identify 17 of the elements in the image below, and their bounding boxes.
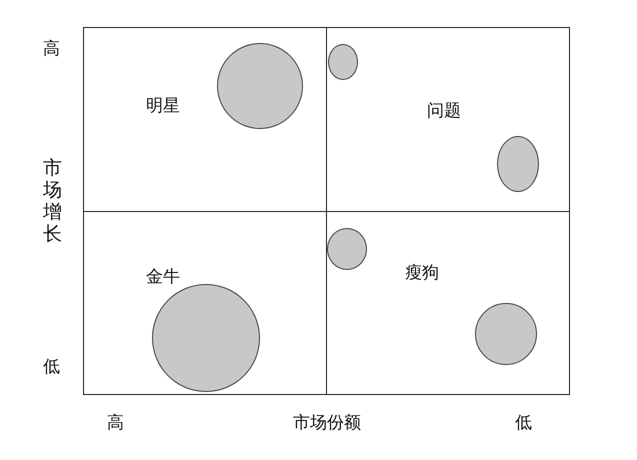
quadrant-box: [83, 27, 327, 212]
axis-tick-label: 低: [43, 359, 60, 376]
quadrant-label: 瘦狗: [405, 265, 439, 282]
quadrant-box: [326, 27, 570, 212]
axis-tick-label: 高: [43, 41, 60, 58]
bubble: [326, 228, 366, 270]
quadrant-box: [326, 211, 570, 395]
bubble: [328, 44, 358, 80]
axis-title: 市场增长: [43, 157, 63, 245]
quadrant-label: 明星: [146, 98, 180, 115]
axis-title: 市场份额: [293, 415, 361, 432]
bubble: [496, 136, 538, 192]
quadrant-label: 问题: [427, 103, 461, 120]
axis-tick-label: 低: [515, 415, 532, 432]
quadrant-label: 金牛: [146, 269, 180, 286]
axis-tick-label: 高: [107, 415, 124, 432]
quadrant-box: [83, 211, 327, 395]
